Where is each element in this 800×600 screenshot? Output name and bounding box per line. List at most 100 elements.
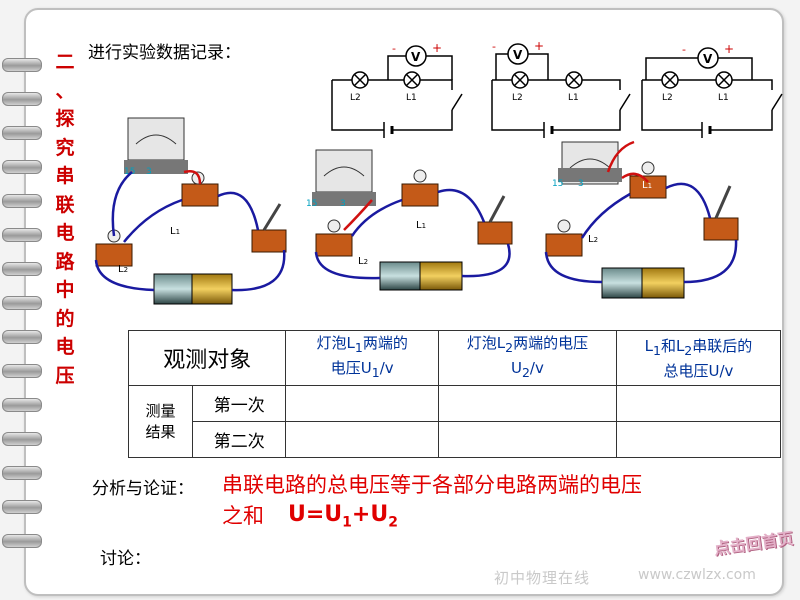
- binder-ring: [2, 160, 42, 174]
- binder-ring: [2, 364, 42, 378]
- conclusion-text: 串联电路的总电压等于各部分电路两端的电压 之和: [222, 473, 642, 528]
- lamp-label-l1: L1: [642, 180, 652, 191]
- plus-terminal: +: [432, 41, 442, 55]
- setup-3: 15 3 L1 L2: [544, 140, 739, 299]
- title-char: 串: [55, 165, 75, 187]
- lamp-label-l1: L1: [416, 220, 426, 231]
- cell-total-first[interactable]: [615, 385, 782, 422]
- meter-mark: 15: [306, 199, 317, 209]
- binder-ring: [2, 262, 42, 276]
- voltage-formula: U=U1+U2: [288, 502, 398, 531]
- observation-table: 观测对象 灯泡L1两端的 电压U1/v 灯泡L2两端的电压 U2/v L1和L2…: [127, 330, 782, 458]
- meter-mark: 3: [578, 179, 584, 189]
- voltmeter-label: V: [513, 48, 523, 62]
- notebook-paper: [24, 8, 784, 596]
- lamp-label-l1: L1: [170, 226, 180, 237]
- voltmeter-label: V: [411, 50, 421, 64]
- voltmeter: [127, 117, 185, 161]
- binder-ring: [2, 398, 42, 412]
- title-char: 二: [55, 51, 75, 73]
- title-char: 的: [55, 307, 75, 330]
- cell-u2-first[interactable]: [437, 385, 617, 422]
- title-char: 路: [55, 250, 75, 273]
- lamp-label-l2: L2: [588, 234, 598, 245]
- binder-ring: [2, 58, 42, 72]
- row-label-second: 第二次: [192, 421, 287, 458]
- column-header-u2: 灯泡L2两端的电压 U2/v: [437, 330, 617, 386]
- title-char: 探: [55, 108, 75, 130]
- binder-ring: [2, 534, 42, 548]
- minus-terminal: -: [492, 40, 496, 53]
- title-char: 中: [55, 279, 75, 301]
- minus-terminal: -: [392, 42, 396, 55]
- analysis-label: 分析与论证：: [92, 479, 194, 499]
- battery: [419, 261, 463, 291]
- binder-ring: [2, 228, 42, 242]
- lamp-l1: [401, 183, 439, 207]
- title-char: 压: [55, 364, 75, 387]
- lamp-l2: [545, 233, 583, 257]
- battery: [153, 273, 195, 305]
- lamp-label-l2: L2: [512, 93, 523, 103]
- binder-ring: [2, 92, 42, 106]
- schematic-2: [491, 43, 631, 138]
- plus-terminal: +: [534, 39, 544, 53]
- watermark: 初中物理在线: [494, 569, 591, 587]
- column-header-total: L1和L2串联后的 总电压U/v: [615, 330, 782, 386]
- binder-ring: [2, 296, 42, 310]
- voltmeter-label: V: [703, 52, 713, 66]
- lamp-l2: [95, 243, 133, 267]
- cell-total-second[interactable]: [615, 421, 782, 458]
- lamp-label-l1: L1: [406, 93, 417, 103]
- schematic-3: [641, 47, 783, 138]
- switch: [477, 221, 513, 245]
- lamp-label-l2: L2: [118, 264, 128, 275]
- setup-1: 15 3 L1 L2: [94, 117, 287, 305]
- title-char: 、: [55, 79, 75, 102]
- lamp-label-l1: L1: [568, 93, 579, 103]
- section-title: 二 、 探 究 串 联 电 路 中 的 电 压: [52, 48, 78, 390]
- discussion-label: 讨论：: [100, 549, 151, 569]
- meter-mark: 3: [340, 199, 346, 209]
- title-char: 电: [55, 222, 75, 244]
- observation-object-header: 观测对象: [127, 330, 287, 386]
- lamp-l1: [181, 183, 219, 207]
- switch: [703, 217, 739, 241]
- binder-ring: [2, 432, 42, 446]
- battery: [641, 267, 685, 299]
- meter-mark: 3: [146, 167, 152, 177]
- column-header-u1: 灯泡L1两端的 电压U1/v: [285, 330, 439, 386]
- lamp-label-l2: L2: [350, 93, 361, 103]
- minus-terminal: -: [682, 43, 686, 56]
- lamp-label-l2: L2: [662, 93, 673, 103]
- title-char: 联: [55, 193, 75, 216]
- schematic-diagrams: V - + L2 L1 V - + L2 L1: [331, 39, 783, 138]
- cell-u2-second[interactable]: [437, 421, 617, 458]
- cell-u1-second[interactable]: [285, 421, 439, 458]
- schematic-1: [331, 45, 463, 138]
- battery: [379, 261, 423, 291]
- voltmeter: [315, 149, 373, 193]
- binder-ring: [2, 330, 42, 344]
- result-header: 测量结果: [127, 385, 194, 458]
- battery: [601, 267, 645, 299]
- title-char: 电: [55, 336, 75, 358]
- meter-mark: 15: [124, 167, 135, 177]
- binder-ring: [2, 194, 42, 208]
- switch: [251, 229, 287, 253]
- record-header: 进行实验数据记录：: [88, 43, 241, 63]
- watermark-url: www.czwlzx.com: [638, 567, 756, 583]
- binder-ring: [2, 126, 42, 140]
- meter-mark: 15: [552, 179, 563, 189]
- lamp-l2: [315, 233, 353, 257]
- battery: [191, 273, 233, 305]
- lab-setup-pictures: 15 3 L1 L2 15 3: [94, 117, 739, 305]
- cell-u1-first[interactable]: [285, 385, 439, 422]
- binder-ring: [2, 466, 42, 480]
- title-char: 究: [55, 136, 75, 159]
- binder-ring: [2, 500, 42, 514]
- plus-terminal: +: [724, 42, 734, 56]
- row-label-first: 第一次: [192, 385, 287, 422]
- lamp-label-l2: L2: [358, 256, 368, 267]
